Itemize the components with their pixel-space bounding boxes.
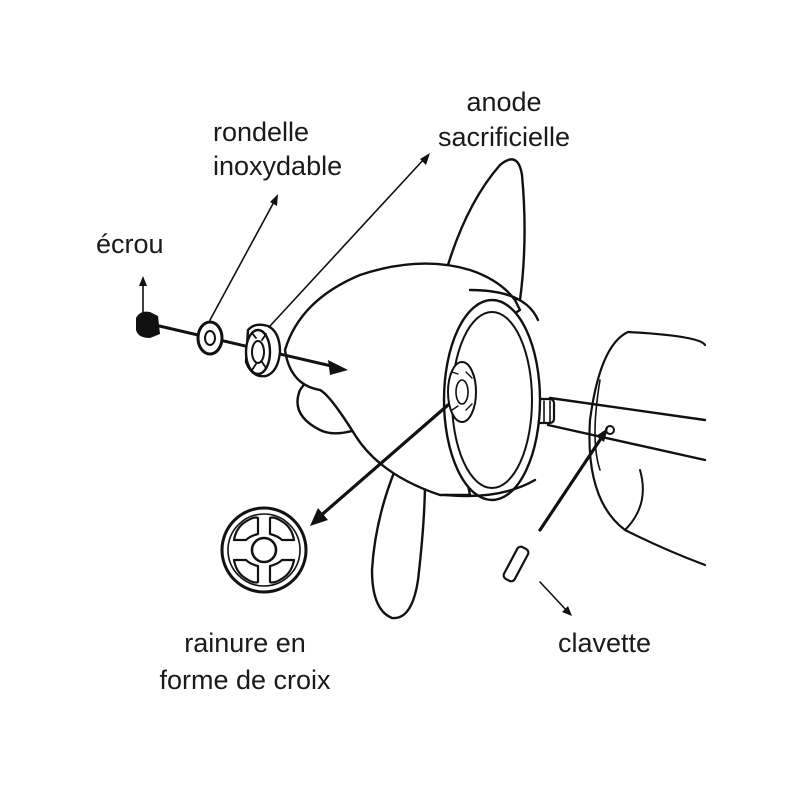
- gearcase-housing: [588, 330, 707, 567]
- anode-leader: [269, 153, 430, 327]
- propeller-hub: [283, 262, 542, 502]
- anode-label-line2: sacrificielle: [437, 122, 571, 152]
- groove-callout-arrow: [310, 403, 450, 526]
- cross-groove-detail: [220, 506, 308, 594]
- groove-label-line1: rainure en: [184, 628, 306, 658]
- anode-label-line1: anode: [466, 87, 542, 117]
- washer-leader: [209, 194, 278, 321]
- washer-label-line2: inoxydable: [213, 151, 343, 181]
- nut-label: écrou: [96, 229, 164, 259]
- groove-label-line2: forme de croix: [159, 665, 331, 695]
- nut-leader: [139, 276, 147, 313]
- nut-part: [136, 311, 160, 338]
- pin-label: clavette: [558, 628, 652, 658]
- washer-part: [196, 320, 224, 356]
- anode-part: [244, 323, 282, 378]
- pin-part: [502, 428, 608, 616]
- washer-label-line1: rondelle: [213, 117, 310, 147]
- propeller-shaft: [518, 396, 707, 462]
